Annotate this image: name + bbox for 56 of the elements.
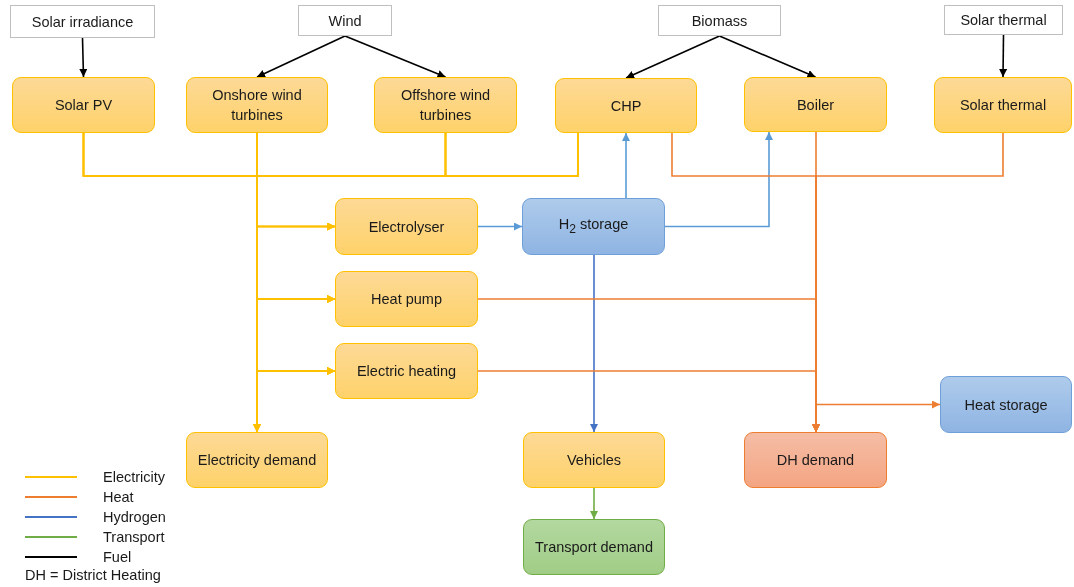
source-box (944, 5, 1063, 35)
note: DH = District Heating (25, 567, 161, 583)
arrow (664, 131, 773, 228)
box-label: Solar PV (54, 96, 113, 115)
arrow (718, 35, 817, 78)
demand-box (523, 519, 665, 575)
box-label: Onshore wind turbines (211, 86, 303, 125)
box-label: H$_{2}$ storage (558, 215, 629, 238)
arrow (999, 34, 1008, 78)
arrow (344, 35, 447, 78)
arrow (477, 222, 523, 231)
process-box (335, 198, 478, 255)
process-box (335, 343, 478, 399)
arrow (256, 35, 346, 78)
process-box (186, 77, 328, 133)
source-box (658, 5, 781, 36)
legend-label: Electricity (103, 469, 166, 485)
arrow (625, 35, 721, 79)
box-label: Boiler (796, 95, 835, 115)
process-box (335, 271, 478, 327)
legend-label: Heat (103, 489, 134, 505)
box-label: Vehicles (567, 451, 621, 470)
arrow (812, 400, 941, 433)
box-label: CHP (610, 96, 642, 116)
storage-box (940, 376, 1072, 433)
box-label: Wind (328, 11, 362, 31)
arrow (590, 254, 598, 433)
process-box (12, 77, 155, 133)
process-box (555, 78, 697, 133)
box-label: Offshore wind turbines (399, 86, 492, 125)
box-label: Solar thermal (959, 96, 1047, 115)
box-label: Solar irradiance (31, 12, 134, 32)
box-label: Electricity demand (197, 451, 317, 470)
box-label: Electric heating (356, 362, 457, 381)
process-box (186, 432, 328, 488)
process-box (374, 77, 517, 133)
box-label: Electrolyser (368, 217, 445, 237)
box-label: Transport demand (535, 538, 653, 557)
source-box (298, 5, 392, 36)
arrow (79, 37, 88, 78)
box-label: Biomass (691, 11, 748, 31)
legend-label: Hydrogen (103, 509, 166, 525)
demand-box (744, 432, 887, 488)
legend-label: Transport (103, 529, 165, 545)
box-label: Solar thermal (960, 11, 1047, 30)
box-label: Heat pump (371, 290, 442, 309)
process-box (934, 77, 1072, 133)
legend-label: Fuel (103, 549, 132, 565)
box-label: Heat storage (964, 395, 1048, 415)
arrow (622, 132, 630, 199)
source-box (10, 5, 155, 38)
box-label: DH demand (776, 451, 855, 470)
process-box (523, 432, 665, 488)
storage-box (522, 198, 665, 255)
process-box (744, 77, 887, 132)
arrow (590, 487, 598, 520)
